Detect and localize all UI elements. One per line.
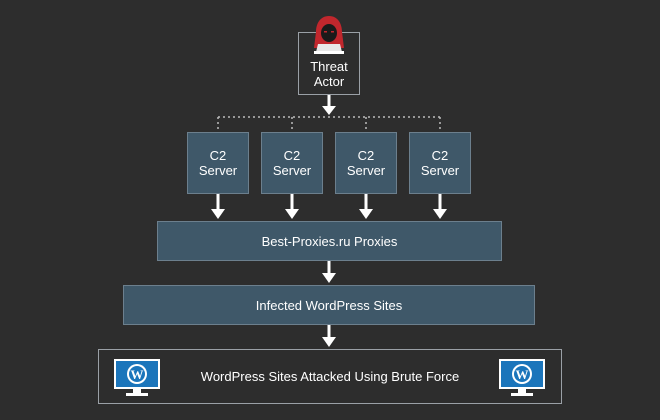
svg-text:W: W xyxy=(516,367,529,382)
c2-server-1: C2 Server xyxy=(187,132,249,194)
c2-server-3: C2 Server xyxy=(335,132,397,194)
wordpress-monitor-icon: W xyxy=(499,359,545,396)
arrow-proxies-infected xyxy=(322,261,336,283)
c2-server-2: C2 Server xyxy=(261,132,323,194)
attacked-sites-node: WordPress Sites Attacked Using Brute For… xyxy=(98,349,562,404)
arrow-c2-2 xyxy=(285,194,299,219)
c2-server-4: C2 Server xyxy=(409,132,471,194)
hooded-hacker-icon xyxy=(314,16,344,54)
arrow-c2-1 xyxy=(211,194,225,219)
proxies-node: Best-Proxies.ru Proxies xyxy=(157,221,502,261)
arrow-actor-head xyxy=(322,106,336,115)
arrow-c2-4 xyxy=(433,194,447,219)
wordpress-monitor-icon: W xyxy=(114,359,160,396)
arrow-c2-3 xyxy=(359,194,373,219)
threat-actor-label: Threat Actor xyxy=(310,59,348,89)
arrow-infected-attacked xyxy=(322,325,336,347)
svg-text:W: W xyxy=(131,367,144,382)
attacked-sites-label: WordPress Sites Attacked Using Brute For… xyxy=(200,369,460,384)
infected-sites-node: Infected WordPress Sites xyxy=(123,285,535,325)
